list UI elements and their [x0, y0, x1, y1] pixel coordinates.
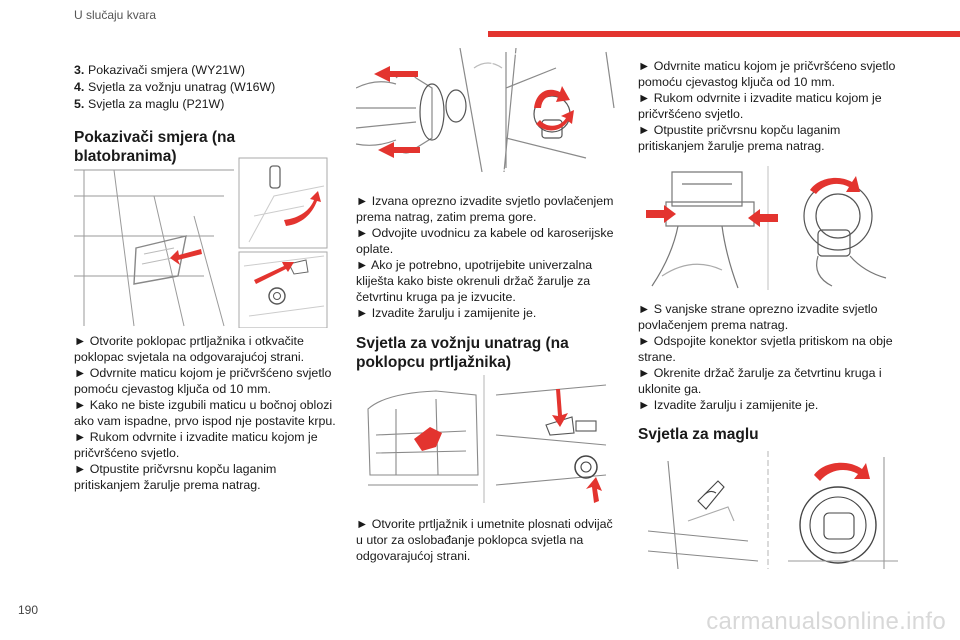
section-heading-reversing-lights: Svjetla za vožnju unatrag (na poklopcu p…: [356, 335, 569, 371]
header-accent-bar: [488, 31, 960, 37]
step-text: ► S vanjske strane oprezno izvadite svje…: [638, 302, 878, 332]
indicator-illustration: [74, 156, 332, 328]
reversing-steps: ► Otvorite prtljažnik i umetnite plosnat…: [356, 516, 618, 564]
red-arrow-icon: [586, 477, 602, 503]
fog-light-illustration: [648, 451, 898, 569]
list-item: 4.Svjetla za vožnju unatrag (W16W): [74, 80, 276, 94]
red-curved-arrow-icon: [814, 462, 870, 481]
step-text: ► Izvadite žarulju i zamijenite je.: [356, 306, 537, 320]
step-text: ► Odvrnite maticu kojom je pričvršćeno s…: [638, 59, 896, 89]
page-header-title: U slučaju kvara: [74, 8, 157, 22]
watermark: carmanualsonline.info: [706, 608, 946, 635]
lamp-cover-highlight: [414, 427, 442, 451]
red-arrow-icon: [646, 205, 676, 223]
step-text: ► Odvojite uvodnicu za kabele od karoser…: [356, 226, 614, 256]
section-heading-fog-lights: Svjetla za maglu: [638, 426, 759, 443]
list-item: 5.Svjetla za maglu (P21W): [74, 97, 225, 111]
removal-steps: ► Izvana oprezno izvadite svjetlo povlač…: [356, 193, 618, 321]
nut-steps: ► Odvrnite maticu kojom je pričvršćeno s…: [638, 58, 900, 154]
step-text: ► Otpustite pričvrsnu kopču laganim prit…: [74, 462, 277, 492]
reversing-light-illustration: [366, 375, 610, 503]
red-arrow-icon: [378, 142, 420, 158]
list-item: 3.Pokazivači smjera (WY21W): [74, 63, 245, 77]
step-text: ► Rukom odvrnite i izvadite maticu kojom…: [638, 91, 882, 121]
red-arrow-icon: [170, 249, 202, 265]
step-text: ► Odspojite konektor svjetla pritiskom n…: [638, 334, 893, 364]
step-text: ► Kako ne biste izgubili maticu u bočnoj…: [74, 398, 336, 428]
red-arrow-icon: [374, 66, 418, 82]
bulb-holder-illustration: [356, 48, 618, 172]
step-text: ► Otpustite pričvrsnu kopču laganim prit…: [638, 123, 841, 153]
page-number: 190: [18, 603, 39, 617]
indicator-steps: ► Otvorite poklopac prtljažnika i otkvač…: [74, 333, 336, 493]
step-text: ► Odvrnite maticu kojom je pričvršćeno s…: [74, 366, 332, 396]
fog-removal-steps: ► S vanjske strane oprezno izvadite svje…: [638, 301, 900, 413]
step-text: ► Okrenite držač žarulje za četvrtinu kr…: [638, 366, 882, 396]
section-heading-indicators: Pokazivači smjera (na blatobranima): [74, 129, 236, 165]
bulb-list: 3.Pokazivači smjera (WY21W) 4.Svjetla za…: [74, 62, 336, 113]
red-curved-arrow-icon: [536, 110, 574, 131]
red-curved-arrow-icon: [534, 86, 570, 108]
step-text: ► Izvana oprezno izvadite svjetlo povlač…: [356, 194, 614, 224]
step-text: ► Rukom odvrnite i izvadite maticu kojom…: [74, 430, 318, 460]
step-text: ► Otvorite poklopac prtljažnika i otkvač…: [74, 334, 305, 364]
red-curved-arrow-icon: [810, 176, 860, 194]
step-text: ► Otvorite prtljažnik i umetnite plosnat…: [356, 517, 613, 563]
red-arrow-icon: [748, 209, 778, 227]
red-curved-arrow-icon: [284, 191, 321, 226]
red-arrow-icon: [552, 389, 568, 427]
step-text: ► Ako je potrebno, upotrijebite univerza…: [356, 258, 593, 304]
step-text: ► Izvadite žarulju i zamijenite je.: [638, 398, 819, 412]
connector-illustration: [642, 166, 898, 290]
